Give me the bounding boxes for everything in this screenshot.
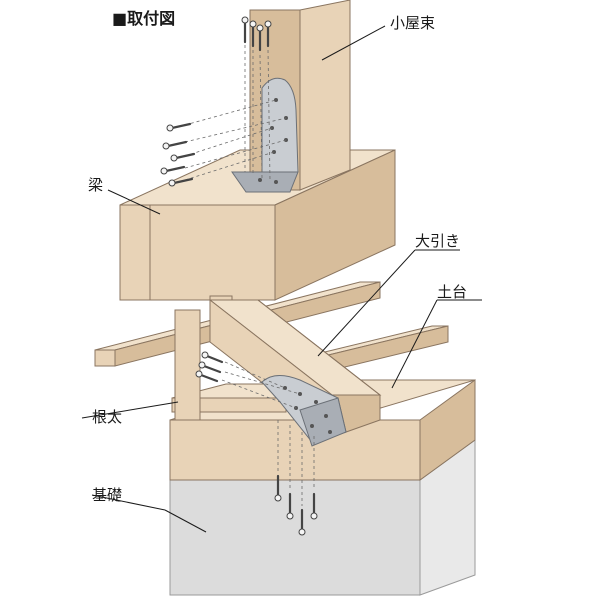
bottom-assembly xyxy=(94,281,476,596)
top-assembly xyxy=(119,0,396,301)
top-guides xyxy=(184,45,287,181)
figure-title: ■取付図 xyxy=(112,9,175,28)
screws-bottom-vertical xyxy=(274,474,318,536)
bracket-top xyxy=(231,77,299,193)
label-hari: 梁 xyxy=(88,176,103,194)
label-kiso: 基礎 xyxy=(92,486,122,504)
screws-bottom-horizontal xyxy=(195,351,224,383)
label-dodai: 土台 xyxy=(437,283,467,301)
screws-top-horizontal xyxy=(160,122,196,187)
leader-lines xyxy=(81,25,482,533)
label-koyazuka: 小屋束 xyxy=(390,14,435,32)
foundation-kiso xyxy=(169,439,476,596)
bottom-guides xyxy=(221,361,315,506)
bracket-bottom xyxy=(261,375,347,447)
screws-top-vertical xyxy=(241,16,272,52)
label-neda: 根太 xyxy=(92,408,122,426)
label-obiki: 大引き xyxy=(415,232,460,250)
post-koyazuka xyxy=(249,0,351,191)
